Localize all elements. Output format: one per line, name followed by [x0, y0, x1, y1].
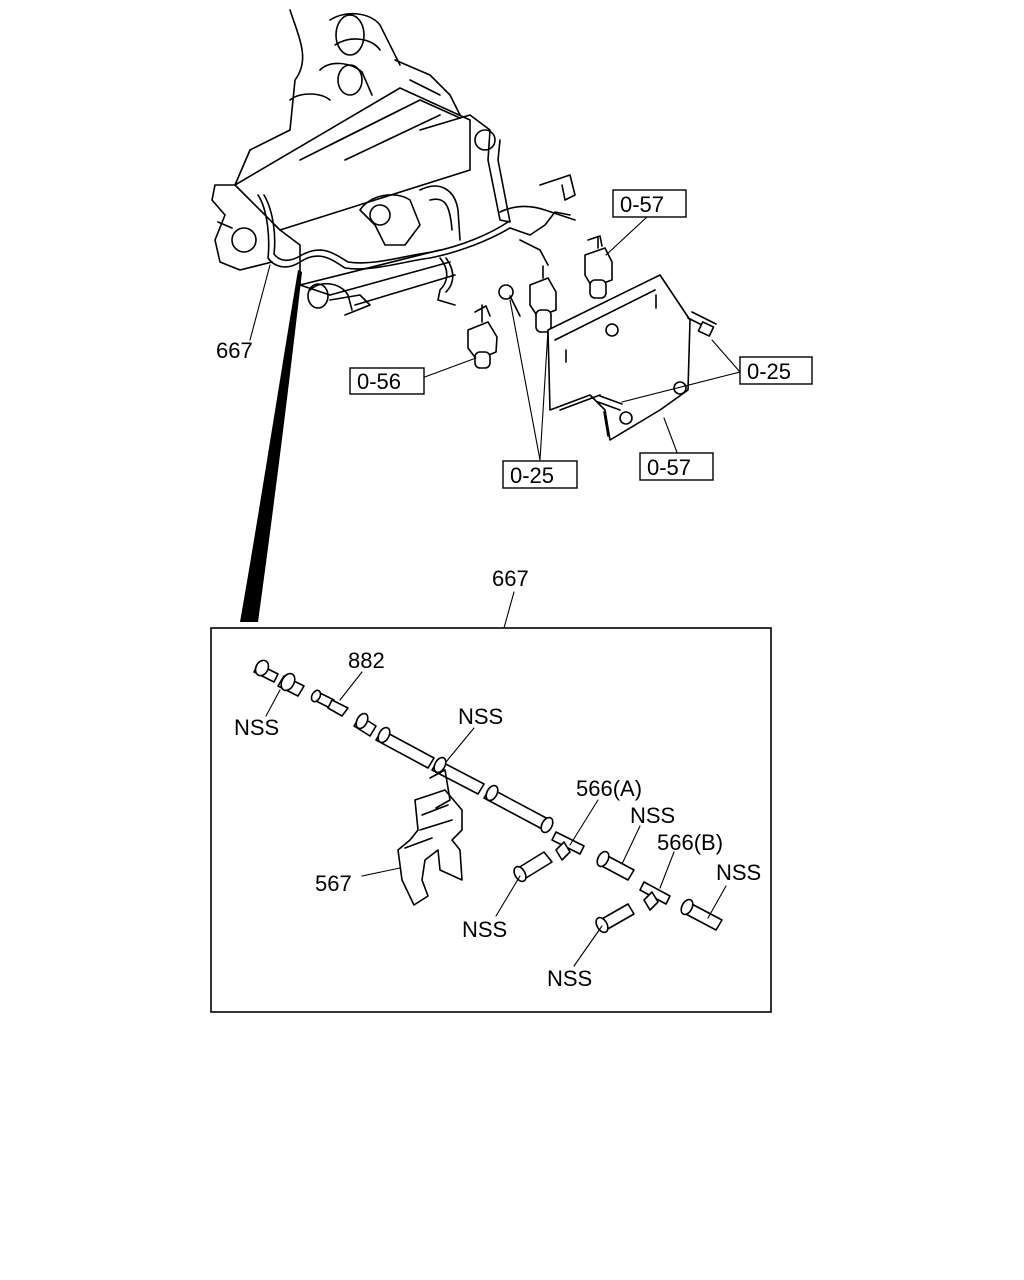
tee-connector-566a [551, 831, 585, 861]
engine-assembly-illustration [211, 9, 576, 316]
detail-title-667: 667 [492, 566, 529, 591]
label-667-top: 667 [216, 338, 253, 363]
callout-0-25-bottom-text: 0-25 [510, 463, 554, 488]
vsv-valve-0-57-top [584, 235, 613, 299]
bolts-0-25 [498, 284, 717, 411]
detail-pointer-arrow [240, 270, 302, 622]
label-567: 567 [315, 871, 352, 896]
callout-0-56-text: 0-56 [357, 369, 401, 394]
label-nss-long-hose: NSS [458, 704, 503, 729]
callout-0-56: 0-56 [349, 367, 425, 395]
callout-0-57-bottom: 0-57 [639, 452, 714, 481]
detail-title-leader [503, 591, 515, 629]
label-nss-after-566a: NSS [630, 803, 675, 828]
tee-connector-566b [639, 881, 671, 911]
callout-0-25-bottom: 0-25 [502, 460, 578, 489]
callout-0-25-right-text: 0-25 [747, 359, 791, 384]
label-566b: 566(B) [657, 830, 723, 855]
detail-hose-parts [253, 659, 723, 934]
vsv-valve-center [529, 265, 557, 333]
hose-long-main [353, 712, 554, 834]
leader-lines-top [249, 215, 741, 461]
vsv-valve-0-56 [467, 304, 498, 369]
label-nss-right: NSS [716, 860, 761, 885]
hose-segment-nss-right [680, 898, 723, 931]
label-nss-lower: NSS [547, 966, 592, 991]
callout-0-57-top: 0-57 [612, 189, 687, 218]
bracket-plate [547, 274, 691, 441]
callout-0-57-top-text: 0-57 [620, 192, 664, 217]
detail-box [210, 627, 772, 1013]
callout-0-57-bottom-text: 0-57 [647, 455, 691, 480]
label-nss-mid-left: NSS [462, 917, 507, 942]
label-nss-topleft: NSS [234, 715, 279, 740]
hose-segment-nss-topleft [253, 659, 305, 697]
hose-segment-nss-mid-left [513, 851, 553, 883]
hose-segment-nss-after-566a [596, 850, 635, 881]
leader-lines-detail [265, 671, 727, 967]
label-882: 882 [348, 648, 385, 673]
callout-0-25-right: 0-25 [739, 356, 813, 385]
hose-segment-nss-lower [595, 903, 635, 934]
clip-567 [397, 769, 463, 906]
connector-882 [310, 689, 349, 717]
hose-667-routing [257, 194, 576, 306]
label-566a: 566(A) [576, 776, 642, 801]
